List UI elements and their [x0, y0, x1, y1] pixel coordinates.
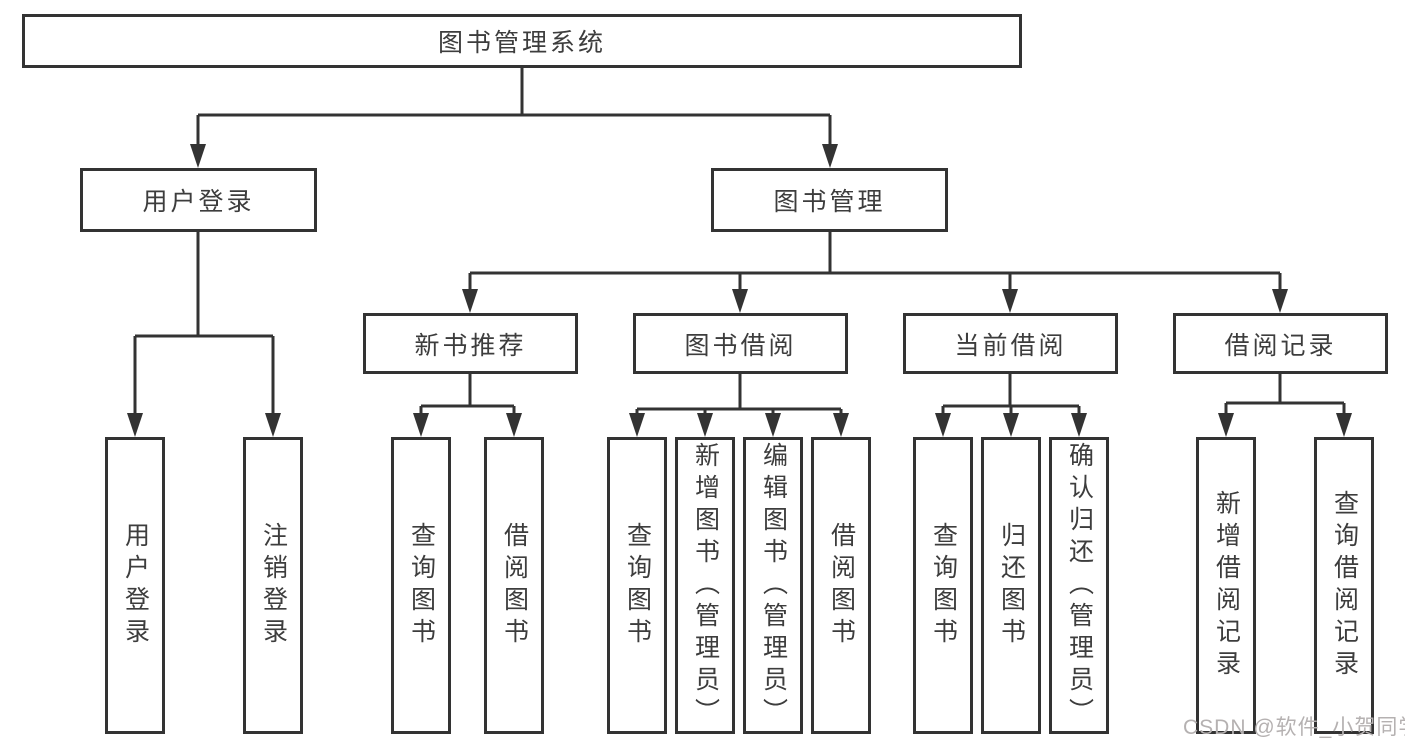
- leaf-user-login: 用户登录: [105, 437, 165, 734]
- leaf-return-book: 归还图书: [981, 437, 1041, 734]
- node-book-borrow: 图书借阅: [633, 313, 848, 374]
- node-user-login: 用户登录: [80, 168, 317, 232]
- node-borrow-record: 借阅记录: [1173, 313, 1388, 374]
- node-book-management: 图书管理: [711, 168, 948, 232]
- node-new-book-recommend: 新书推荐: [363, 313, 578, 374]
- leaf-edit-book-admin: 编辑图书（管理员）: [743, 437, 803, 734]
- leaf-query-borrow-record: 查询借阅记录: [1314, 437, 1374, 734]
- leaf-borrow-books-recommend: 借阅图书: [484, 437, 544, 734]
- leaf-add-borrow-record: 新增借阅记录: [1196, 437, 1256, 734]
- arrowheads: [127, 144, 1352, 437]
- leaf-logout: 注销登录: [243, 437, 303, 734]
- leaf-query-books-current: 查询图书: [913, 437, 973, 734]
- leaf-borrow-books: 借阅图书: [811, 437, 871, 734]
- leaf-query-books-recommend: 查询图书: [391, 437, 451, 734]
- leaf-confirm-return-admin: 确认归还（管理员）: [1049, 437, 1109, 734]
- leaf-query-books-borrow: 查询图书: [607, 437, 667, 734]
- node-current-borrow: 当前借阅: [903, 313, 1118, 374]
- leaf-add-book-admin: 新增图书（管理员）: [675, 437, 735, 734]
- watermark: CSDN @软件_小贺同学: [1183, 716, 1405, 739]
- node-library-system: 图书管理系统: [22, 14, 1022, 68]
